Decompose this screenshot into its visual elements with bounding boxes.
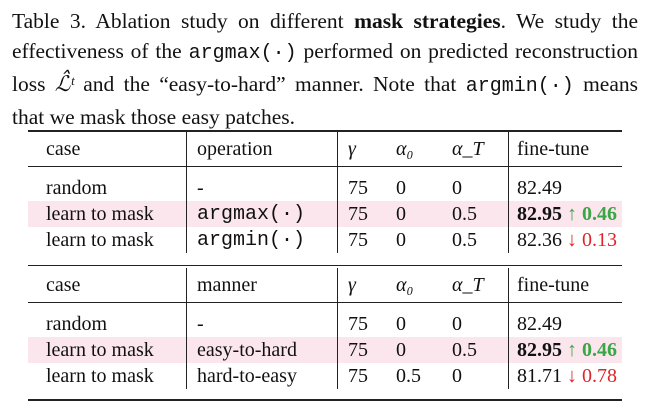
fine-tune-delta: ↑ 0.46 <box>562 338 617 361</box>
caption-bold: mask strategies <box>354 9 501 33</box>
caption-text-4: and the “easy-to-hard” manner. Note that <box>83 72 457 96</box>
cell-op: hard-to-easy <box>186 363 338 389</box>
spacer-cell <box>452 167 509 176</box>
cell-alpha0: 0 <box>392 201 452 227</box>
spacer-cell <box>337 302 392 311</box>
cell-fine-tune: 82.95 ↑ 0.46 <box>508 337 622 363</box>
spacer-cell <box>508 166 622 175</box>
cell-alphaT: 0.5 <box>452 201 509 227</box>
header-op: manner <box>186 268 338 303</box>
cell-fine-tune: 82.49 <box>508 311 622 337</box>
cell-fine-tune: 82.95 ↑ 0.46 <box>508 201 622 227</box>
fine-tune-delta: ↓ 0.13 <box>562 228 617 251</box>
fine-tune-delta: ↑ 0.46 <box>562 202 617 225</box>
fine-tune-value: 82.49 <box>517 176 562 199</box>
header-alpha0: α₀ <box>392 131 452 167</box>
fine-tune-value: 82.36 <box>517 228 562 251</box>
cell-gamma: 75 <box>337 175 392 201</box>
table-bottom-rule <box>28 399 622 401</box>
caption-text-5: means that we mask those easy patches. <box>12 72 639 129</box>
cell-case: random <box>46 312 108 335</box>
caption-label: Table 3. <box>12 9 87 33</box>
spacer-cell <box>508 302 622 311</box>
cell-gamma: 75 <box>337 311 392 337</box>
cell-alpha0: 0 <box>396 228 406 251</box>
cell-alphaT: 0.5 <box>452 337 509 363</box>
cell-alpha0: 0.5 <box>396 364 421 387</box>
spacer-cell <box>452 303 509 312</box>
fine-tune-value: 82.49 <box>517 312 562 335</box>
cell-gamma: 75 <box>337 201 392 227</box>
caption-text-3: performed on predicted reconstruction lo… <box>12 39 639 96</box>
caption-text-1: Ablation study on different <box>95 9 344 33</box>
cell-case: learn to mask <box>28 201 187 227</box>
header-fine-tune: fine-tune <box>508 131 622 167</box>
cell-alphaT: 0 <box>452 176 462 199</box>
spacer-row <box>28 302 622 312</box>
header-case: case <box>28 268 187 303</box>
header-gamma: γ <box>337 268 392 303</box>
cell-op: - <box>186 175 338 201</box>
header-op: operation <box>186 131 338 167</box>
cell-gamma: 75 <box>337 363 392 389</box>
cell-gamma: 75 <box>337 337 392 363</box>
cell-gamma: 75 <box>337 227 392 253</box>
spacer-cell <box>337 166 392 175</box>
cell-op: argmax(·) <box>186 201 338 227</box>
header-alphaT: α_T <box>452 268 509 303</box>
spacer-cell <box>186 166 338 175</box>
header-gamma: γ <box>337 131 392 167</box>
spacer-cell <box>28 303 187 312</box>
fine-tune-value: 82.95 <box>517 202 562 225</box>
cell-alpha0: 0 <box>396 312 406 335</box>
header-case: case <box>28 131 187 167</box>
cell-alpha0: 0 <box>392 337 452 363</box>
header-alpha0: α₀ <box>392 268 452 303</box>
spacer-cell <box>392 167 452 176</box>
spacer-row <box>28 166 622 176</box>
spacer-cell <box>186 302 338 311</box>
cell-alphaT: 0.5 <box>452 228 477 251</box>
caption-symbol: ℒ̂ᵗ <box>54 72 74 96</box>
table-caption: Table 3. Ablation study on different mas… <box>12 6 638 132</box>
cell-fine-tune: 82.36 ↓ 0.13 <box>508 227 622 253</box>
cell-op: easy-to-hard <box>186 337 338 363</box>
spacer-cell <box>392 303 452 312</box>
caption-text-2: . We study the effectiveness of the <box>12 9 638 63</box>
cell-case: learn to mask <box>46 364 154 387</box>
header-fine-tune: fine-tune <box>508 268 622 303</box>
cell-alpha0: 0 <box>396 176 406 199</box>
cell-fine-tune: 81.71 ↓ 0.78 <box>508 363 622 389</box>
header-alphaT: α_T <box>452 131 509 167</box>
fine-tune-value: 82.95 <box>517 338 562 361</box>
cell-fine-tune: 82.49 <box>508 175 622 201</box>
cell-case: learn to mask <box>46 228 154 251</box>
cell-case: learn to mask <box>28 337 187 363</box>
spacer-cell <box>28 167 187 176</box>
fine-tune-delta: ↓ 0.78 <box>562 364 617 387</box>
cell-alphaT: 0 <box>452 312 462 335</box>
fine-tune-value: 81.71 <box>517 364 562 387</box>
cell-case: random <box>46 176 108 199</box>
table-divider <box>28 265 622 266</box>
caption-func-min: argmin(·) <box>465 75 574 98</box>
caption-func-max: argmax(·) <box>188 42 297 65</box>
cell-op: argmin(·) <box>186 227 338 253</box>
cell-alphaT: 0 <box>452 364 462 387</box>
cell-op: - <box>186 311 338 337</box>
